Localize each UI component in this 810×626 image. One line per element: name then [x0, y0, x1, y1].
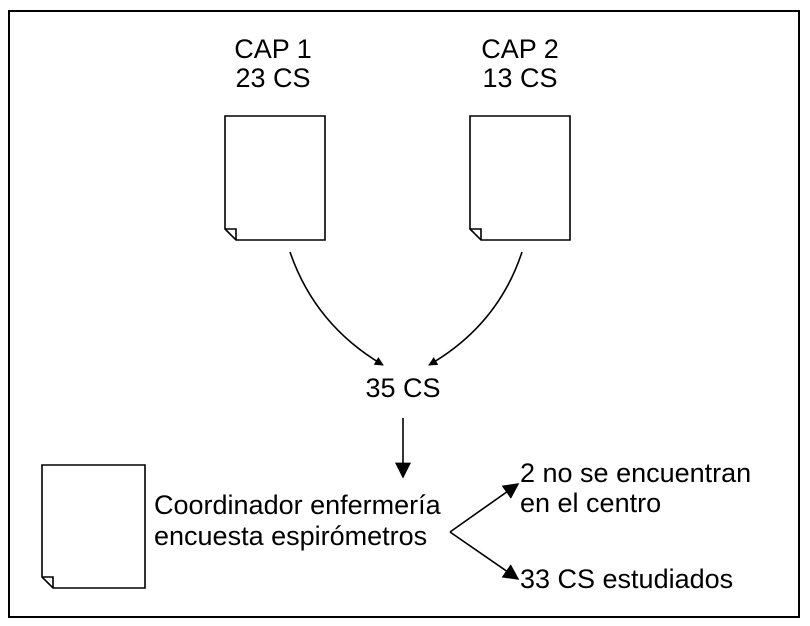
document-icon — [41, 464, 146, 589]
outcome-studied: 33 CS estudiados — [520, 564, 733, 594]
arrow-to-outcome-not-found — [449, 483, 520, 533]
arrow-cap1-to-merge — [289, 251, 384, 366]
source-cap1-name: CAP 1 — [234, 34, 312, 64]
outcome-not-found-line2: en el centro — [520, 488, 661, 518]
process-line1: Coordinador enfermería — [154, 490, 442, 520]
document-icon — [469, 115, 571, 241]
arrow-to-outcome-studied — [449, 531, 520, 580]
source-cap2-name: CAP 2 — [481, 34, 559, 64]
source-cap1: CAP 1 23 CS — [224, 34, 326, 241]
source-cap2-count: 13 CS — [482, 63, 557, 93]
arrow-cap2-to-merge — [428, 251, 523, 366]
document-icon — [224, 115, 326, 241]
process-line2: encuesta espirómetros — [154, 521, 427, 551]
source-cap1-count: 23 CS — [235, 63, 310, 93]
source-cap2: CAP 2 13 CS — [469, 34, 571, 241]
outcome-not-found-line1: 2 no se encuentran — [520, 458, 751, 488]
merge-label: 35 CS — [365, 373, 440, 403]
